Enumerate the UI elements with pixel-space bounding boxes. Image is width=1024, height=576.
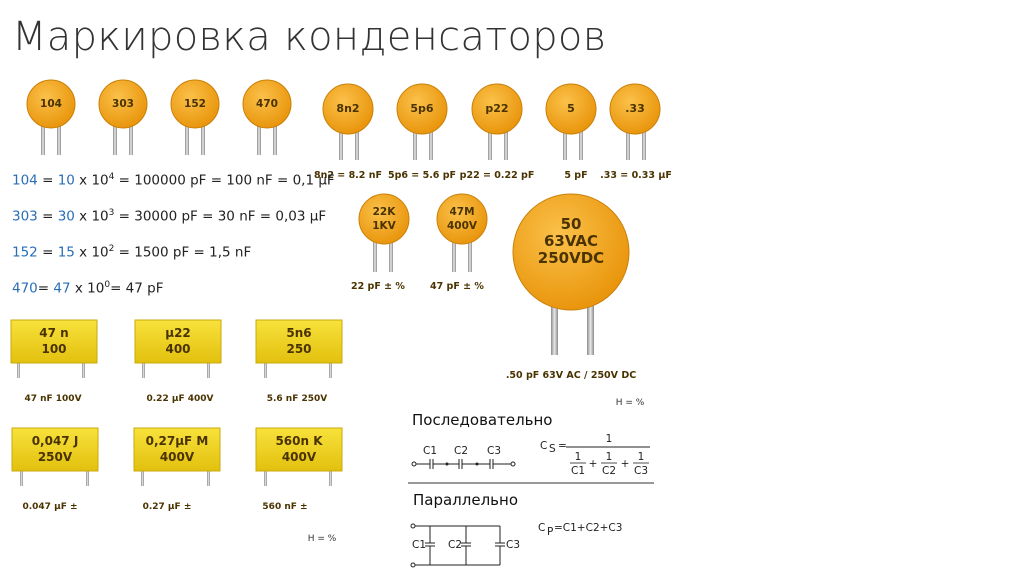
film-5n6: 5n6 250 5.6 nF 250V <box>255 319 343 404</box>
film-47n: 47 n 100 47 nF 100V <box>10 319 98 404</box>
ceramic-22k-caption: 22 pF ± % <box>351 281 405 292</box>
ceramic-large-line2: 63VAC <box>544 232 598 250</box>
series-frac1-den: C1 <box>571 465 585 477</box>
film-027um-caption: 0.27 µF ± <box>143 502 192 512</box>
ceramic-large-line1: 50 <box>561 215 582 233</box>
film-u22: µ22 400 0.22 µF 400V <box>134 319 222 404</box>
ceramic-p22-code: p22 <box>485 102 508 115</box>
series-frac3-num: 1 <box>638 451 645 463</box>
ceramic-22k-line1: 22K <box>373 206 397 218</box>
series-c1-label: C1 <box>423 445 437 457</box>
film-0047j: 0,047 J 250V 0.047 µF ± <box>11 427 99 512</box>
note-h-percent-2: H = % <box>308 534 337 544</box>
ceramic-8n2-caption: 8n2 = 8.2 nF <box>314 170 382 181</box>
film-47n-caption: 47 nF 100V <box>24 394 81 404</box>
film-u22-caption: 0.22 µF 400V <box>147 394 214 404</box>
ceramic-5p6: 5p6 5p6 = 5.6 pF <box>388 83 456 181</box>
film-0047j-caption: 0.047 µF ± <box>22 502 77 512</box>
ceramic-8n2: 8n2 8n2 = 8.2 nF <box>314 83 382 181</box>
ceramic-303: 303 <box>98 79 148 155</box>
ceramic-47m-caption: 47 pF ± % <box>430 281 484 292</box>
series-frac2-den: C2 <box>602 465 616 477</box>
ceramic-47m-line2: 400V <box>447 220 478 232</box>
ceramic-47m-line1: 47M <box>449 206 474 218</box>
ceramic-5p6-code: 5p6 <box>410 102 434 115</box>
parallel-expression: =C1+C2+C3 <box>554 522 622 534</box>
parallel-heading: Параллельно <box>413 491 518 509</box>
parallel-circuit <box>410 523 505 568</box>
series-frac2-num: 1 <box>606 451 613 463</box>
parallel-c1-label: C1 <box>412 539 426 551</box>
series-plus-2: + <box>621 458 630 470</box>
film-0047j-line1: 0,047 J <box>32 434 79 448</box>
parallel-cp-sub: P <box>547 526 553 538</box>
ceramic-033: .33 .33 = 0.33 µF <box>600 83 672 181</box>
ceramic-303-code: 303 <box>112 98 134 110</box>
ceramic-033-code: .33 <box>625 102 645 115</box>
ceramic-p22-caption: p22 = 0.22 pF <box>460 170 535 181</box>
ceramic-large: 50 63VAC 250VDC .50 pF 63V AC / 250V DC <box>506 193 636 381</box>
ceramic-8n2-code: 8n2 <box>336 102 359 115</box>
film-5n6-caption: 5.6 nF 250V <box>267 394 328 404</box>
film-47n-line1: 47 n <box>39 326 68 340</box>
film-u22-line2: 400 <box>165 342 190 356</box>
parallel-c3-label: C3 <box>506 539 520 551</box>
ceramic-470: 470 <box>242 79 292 155</box>
ceramic-22k-1kv: 22K 1KV 22 pF ± % <box>351 193 410 292</box>
series-eq: = <box>558 440 567 452</box>
ceramic-47m-400v: 47M 400V 47 pF ± % <box>430 193 488 292</box>
parallel-c2-label: C2 <box>448 539 462 551</box>
ceramic-033-caption: .33 = 0.33 µF <box>600 170 672 181</box>
film-560nk-line1: 560n K <box>275 434 323 448</box>
series-cs-sub: S <box>549 443 556 455</box>
formula-104: 104 = 10 x 104 = 100000 pF = 100 nF = 0,… <box>12 172 335 189</box>
formula-470: 470= 47 x 100= 47 pF <box>12 280 164 297</box>
ceramic-104: 104 <box>26 79 76 155</box>
series-cs-symbol: C <box>540 440 547 452</box>
film-027um: 0,27µF M 400V 0.27 µF ± <box>133 427 221 512</box>
ceramic-22k-line2: 1KV <box>372 220 396 232</box>
series-frac1-num: 1 <box>575 451 582 463</box>
series-section: Последовательно C1 C2 C3 C S = 1 1 C1 + … <box>411 411 650 477</box>
ceramic-5-caption: 5 pF <box>564 170 587 181</box>
ceramic-152-code: 152 <box>184 98 206 110</box>
film-560nk: 560n K 400V 560 nF ± <box>255 427 343 512</box>
film-560nk-caption: 560 nF ± <box>262 502 307 512</box>
film-u22-line1: µ22 <box>165 326 191 340</box>
ceramic-5-code: 5 <box>567 102 575 115</box>
ceramic-large-line3: 250VDC <box>538 249 604 267</box>
series-numerator: 1 <box>606 433 613 445</box>
film-027um-line2: 400V <box>160 450 195 464</box>
film-5n6-line1: 5n6 <box>286 326 311 340</box>
series-plus-1: + <box>589 458 598 470</box>
note-h-percent-1: H = % <box>616 398 645 408</box>
ceramic-large-caption: .50 pF 63V AC / 250V DC <box>506 370 636 381</box>
formula-152: 152 = 15 x 102 = 1500 pF = 1,5 nF <box>12 244 252 261</box>
ceramic-470-code: 470 <box>256 98 278 110</box>
film-5n6-line2: 250 <box>286 342 311 356</box>
series-c3-label: C3 <box>487 445 501 457</box>
page-title: Маркировка конденсаторов <box>12 14 607 60</box>
parallel-section: Параллельно C1 C2 C3 C P =C1+C2+C3 <box>410 491 622 568</box>
parallel-cp-symbol: C <box>538 522 545 534</box>
ceramic-104-code: 104 <box>40 98 62 110</box>
series-circuit <box>411 459 516 469</box>
series-frac3-den: C3 <box>634 465 648 477</box>
film-027um-line1: 0,27µF M <box>146 434 209 448</box>
ceramic-152: 152 <box>170 79 220 155</box>
ceramic-5: 5 5 pF <box>545 83 597 181</box>
series-c2-label: C2 <box>454 445 468 457</box>
series-heading: Последовательно <box>412 411 552 429</box>
film-560nk-line2: 400V <box>282 450 317 464</box>
film-0047j-line2: 250V <box>38 450 73 464</box>
ceramic-5p6-caption: 5p6 = 5.6 pF <box>388 170 456 181</box>
formula-303: 303 = 30 x 103 = 30000 pF = 30 nF = 0,03… <box>12 208 327 225</box>
film-47n-line2: 100 <box>41 342 66 356</box>
ceramic-p22: p22 p22 = 0.22 pF <box>460 83 535 181</box>
